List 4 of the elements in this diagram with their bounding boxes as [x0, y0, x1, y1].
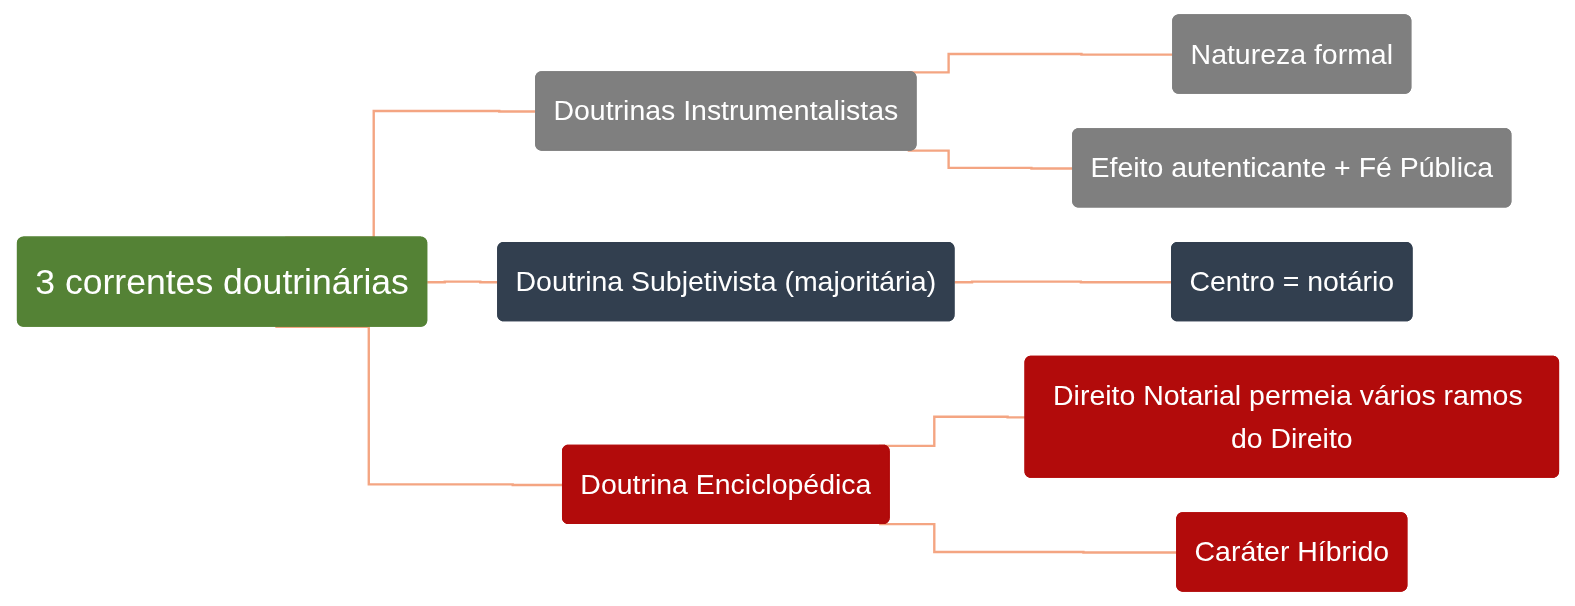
connector — [907, 149, 1073, 170]
connector — [954, 280, 1172, 284]
connector — [426, 280, 498, 284]
connector — [878, 522, 1177, 554]
